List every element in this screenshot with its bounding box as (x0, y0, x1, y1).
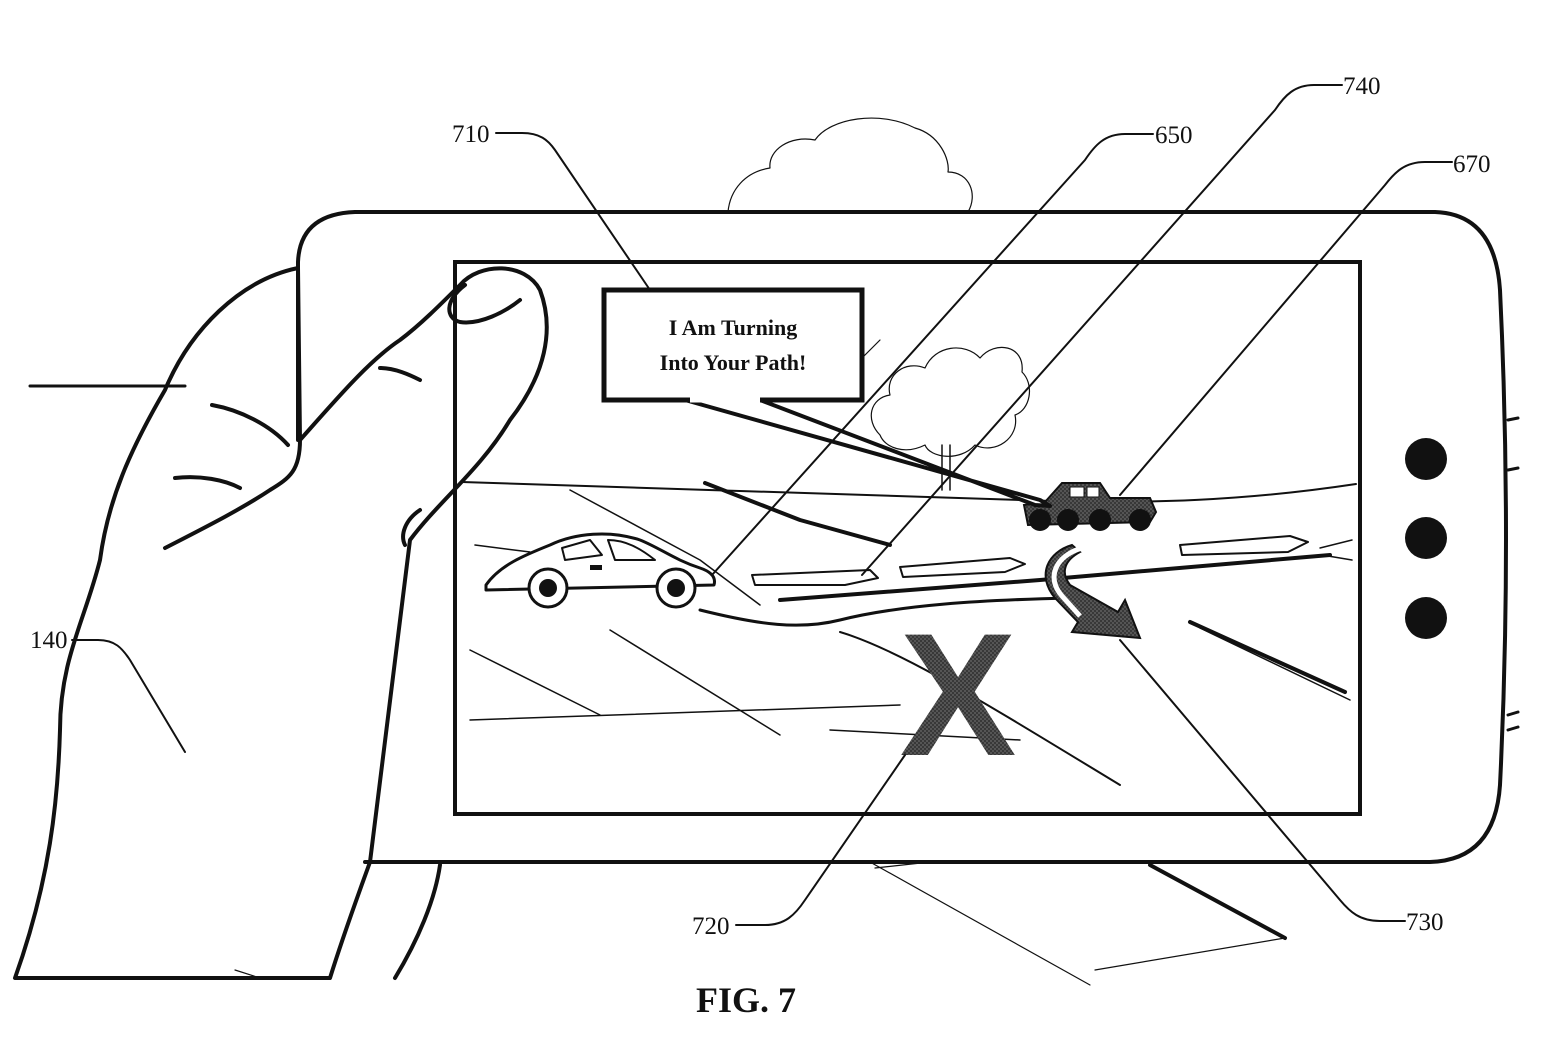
bubble-text-line2: Into Your Path! (660, 350, 807, 375)
hand-illustration (13, 266, 549, 980)
device-button-3 (1405, 597, 1447, 639)
ref-740: 740 (1343, 73, 1381, 100)
speech-bubble: I Am Turning Into Your Path! (601, 287, 1052, 508)
ref-140: 140 (30, 627, 68, 654)
bubble-text-line1: I Am Turning (669, 315, 797, 340)
mobile-device (296, 210, 1520, 864)
ref-670: 670 (1453, 151, 1491, 178)
ref-650: 650 (1155, 122, 1193, 149)
turn-arrow-icon (1044, 543, 1142, 640)
truck-icon (1022, 482, 1158, 531)
ref-730: 730 (1406, 909, 1444, 936)
leader-lines (71, 84, 1453, 926)
table-edge (28, 384, 1287, 986)
cloud-outline (727, 117, 973, 213)
device-button-1 (1405, 438, 1447, 480)
ref-710: 710 (452, 121, 490, 148)
device-button-2 (1405, 517, 1447, 559)
ref-720: 720 (692, 913, 730, 940)
warning-x-symbol: X (900, 598, 1017, 793)
figure-caption: FIG. 7 (696, 980, 796, 1020)
car-icon (484, 532, 716, 609)
